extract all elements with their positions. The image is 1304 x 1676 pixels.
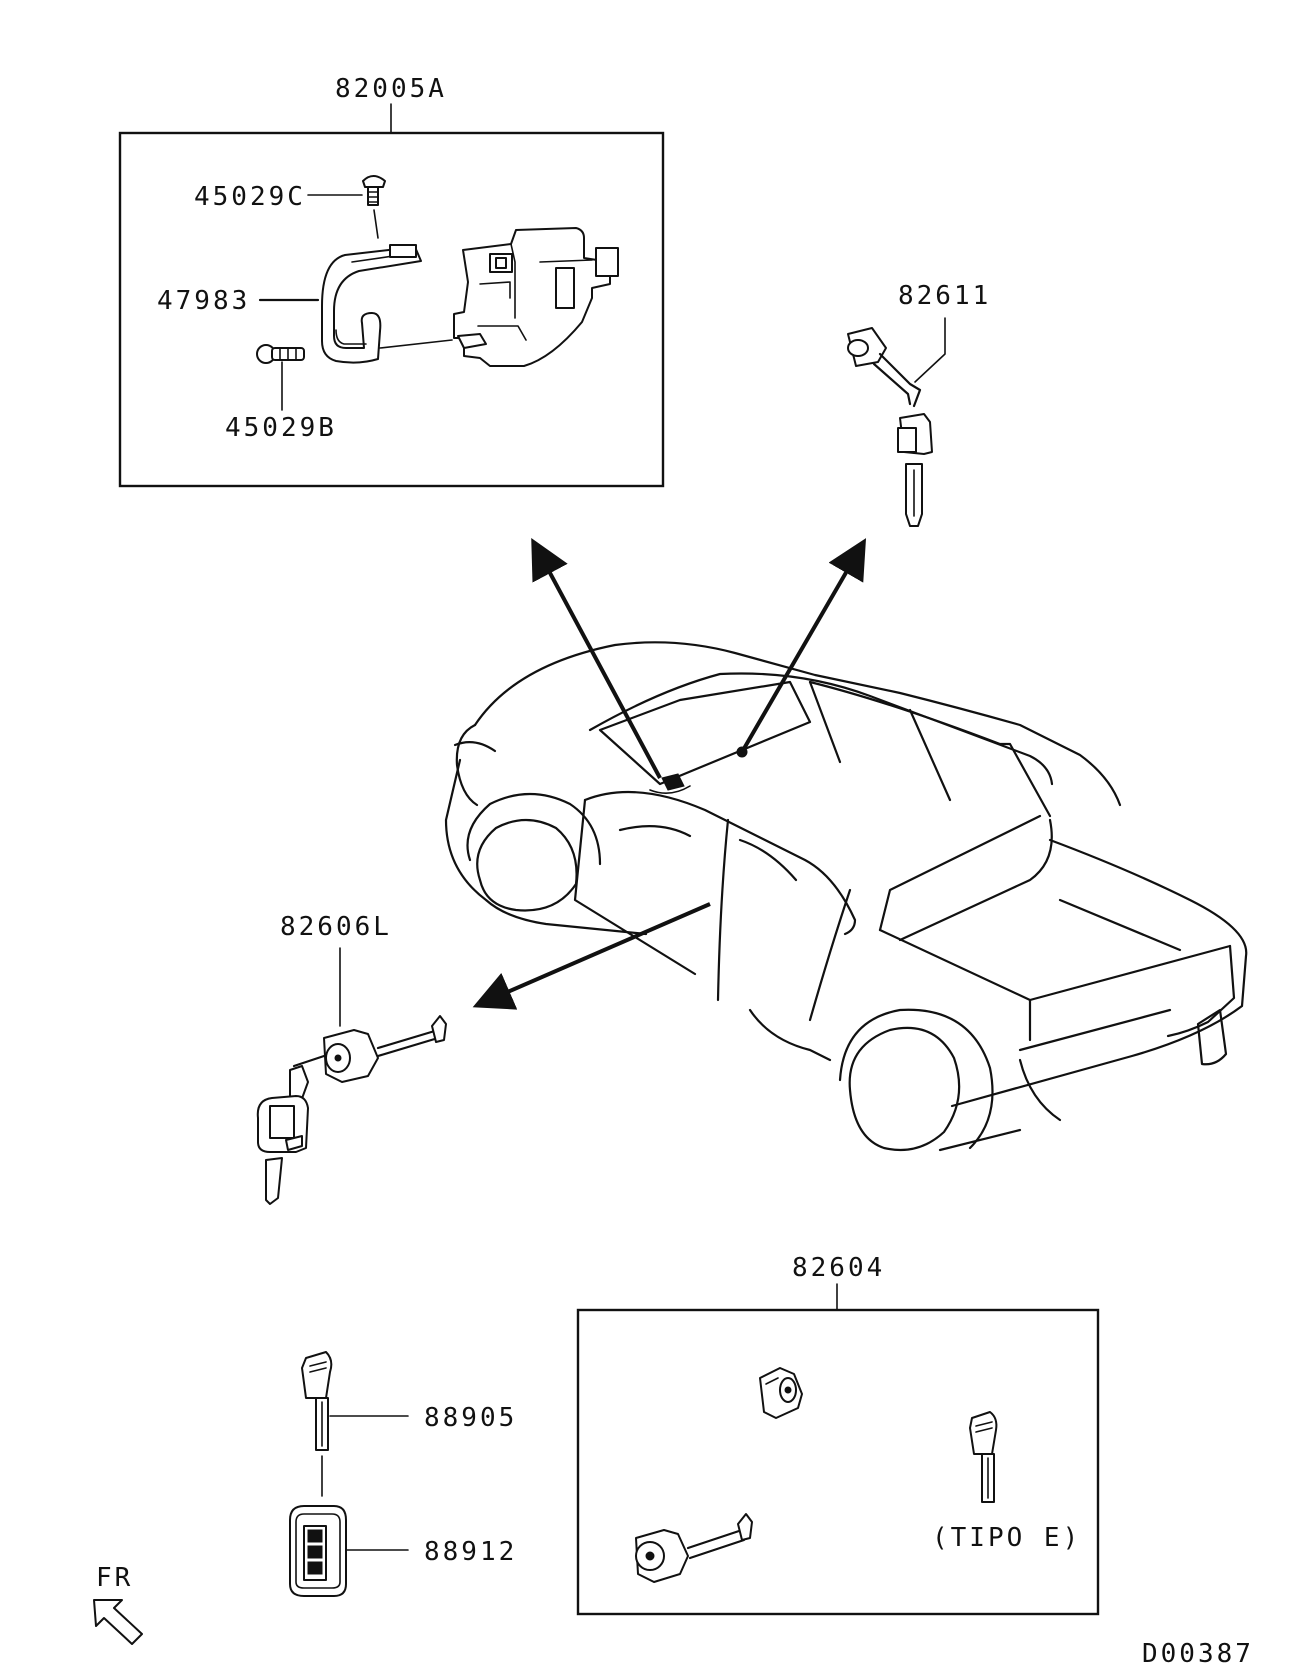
ignition-key-cylinder-group: 82611 [847, 281, 991, 527]
front-indicator: FR [93, 1563, 143, 1645]
screw-b-icon [256, 344, 305, 364]
label-45029B: 45029B [225, 413, 337, 443]
door-lock-cylinder-icon [256, 1015, 447, 1205]
door-cylinder-set-icon [635, 1513, 753, 1583]
screw-c-icon [362, 175, 386, 239]
tipo-e-note: (TIPO E) [932, 1523, 1081, 1553]
lock-cylinder-set-box [576, 1308, 1100, 1616]
diagram-code: D00387 [1142, 1639, 1254, 1669]
label-88905: 88905 [424, 1403, 517, 1433]
label-88912: 88912 [424, 1537, 517, 1567]
ignition-switch-body-icon [453, 227, 619, 367]
door-lock-cylinder-left-group: 82606L [256, 912, 447, 1205]
front-direction-arrow-icon [93, 1599, 143, 1645]
label-47983: 47983 [157, 286, 250, 316]
key-cylinder-icon [847, 327, 933, 527]
lock-cylinder-set-group: 82604 (TIPO E) [576, 1253, 1100, 1616]
ignition-switch-box [118, 131, 665, 488]
cover-bracket-icon [321, 244, 422, 364]
label-82611: 82611 [898, 281, 991, 311]
remote-key-fob-icon [289, 1505, 347, 1597]
cylinder-small-icon [759, 1367, 803, 1419]
vehicle-outline [444, 641, 1248, 1152]
key-blade-tipo-e-icon [969, 1411, 998, 1503]
callout-arrows [472, 537, 867, 1010]
label-45029C: 45029C [194, 182, 306, 212]
ignition-switch-assembly-group: 82005A 45029C 47983 [118, 74, 665, 488]
label-82604: 82604 [792, 1253, 885, 1283]
key-and-remote-group: 88905 88912 [289, 1351, 517, 1597]
key-blade-icon [301, 1351, 333, 1451]
label-82606L: 82606L [280, 912, 392, 942]
front-label: FR [96, 1563, 133, 1593]
label-82005A: 82005A [335, 74, 447, 104]
